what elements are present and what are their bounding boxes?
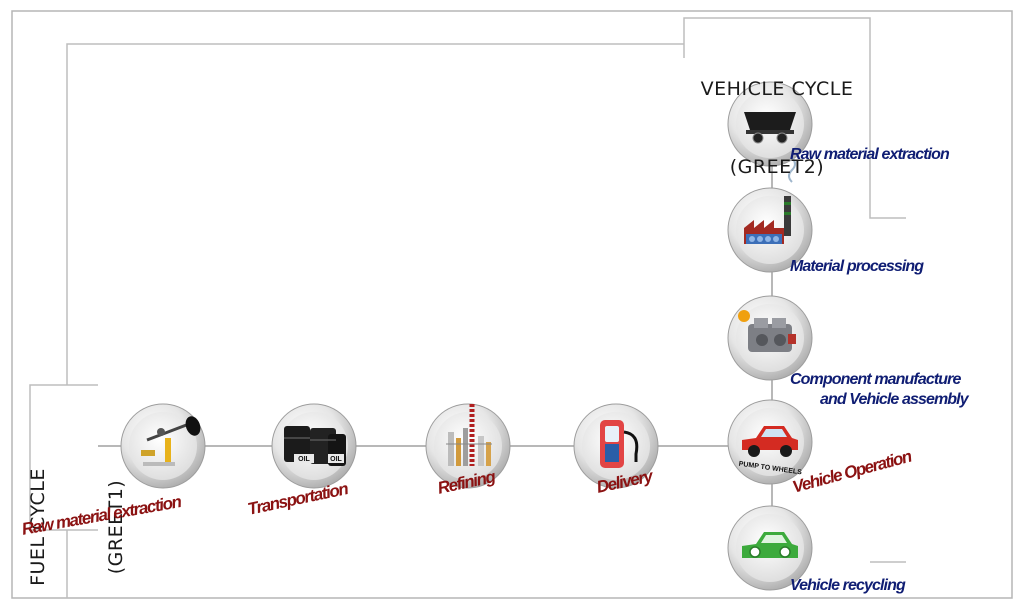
vehicle-stage-recycling xyxy=(727,505,813,591)
vehicle-stage-component-manufacture xyxy=(727,295,813,381)
vehicle-label-raw-extraction: Raw material extraction xyxy=(790,146,950,163)
cycle-bracket xyxy=(66,43,684,385)
vehicle-cycle-subtitle: (GREET2) xyxy=(729,156,825,178)
mine-cart-icon xyxy=(744,112,796,144)
svg-text:OIL: OIL xyxy=(298,456,310,463)
engine-icon xyxy=(748,318,796,352)
smoke-icon xyxy=(788,157,796,183)
factory-icon xyxy=(744,196,791,244)
vehicle-cycle-title: VEHICLE CYCLE (GREET2) xyxy=(688,24,866,206)
vehicle-label-material-processing: Material processing xyxy=(790,258,924,275)
vehicle-label-component-manufacture: Component manufacture xyxy=(790,371,961,388)
car-icon xyxy=(742,426,798,457)
vehicle-label-recycling: Vehicle recycling xyxy=(790,577,906,594)
vehicle-stage-operation: PUMP TO WHEELS xyxy=(727,399,813,485)
vehicle-label-vehicle-assembly: and Vehicle assembly xyxy=(820,391,969,408)
oil-pump-icon xyxy=(141,416,201,466)
svg-text:OIL: OIL xyxy=(330,456,342,463)
fuel-stage-raw-extraction xyxy=(120,403,206,489)
fuel-cycle-subtitle: (GREET1) xyxy=(105,479,127,575)
oil-drop-icon xyxy=(738,310,750,322)
fuel-stage-delivery xyxy=(573,403,659,489)
vehicle-cycle-title-text: VEHICLE CYCLE xyxy=(700,78,854,100)
vehicle-stage-material-processing xyxy=(727,157,813,273)
oil-barrels-icon: OIL OIL xyxy=(284,426,346,466)
recycle-car-icon xyxy=(742,532,798,558)
outer-frame xyxy=(11,10,1013,599)
vehicle-cycle-box xyxy=(683,17,906,219)
fuel-cycle-box xyxy=(29,384,98,531)
vehicle-stage-raw-extraction xyxy=(727,81,813,167)
fuel-pump-icon xyxy=(600,420,639,468)
fuel-stage-refining xyxy=(425,403,511,489)
fuel-stage-transportation: OIL OIL xyxy=(271,403,357,489)
refinery-icon xyxy=(446,404,492,466)
